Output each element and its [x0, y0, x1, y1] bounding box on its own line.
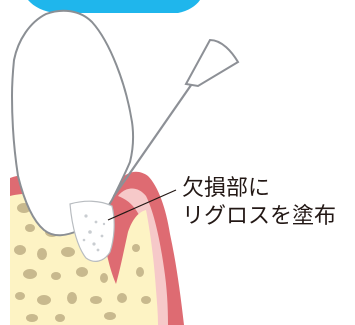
callout-label-line2: リグロスを塗布 [182, 204, 336, 230]
callout-label-line1: 欠損部に [182, 176, 270, 202]
